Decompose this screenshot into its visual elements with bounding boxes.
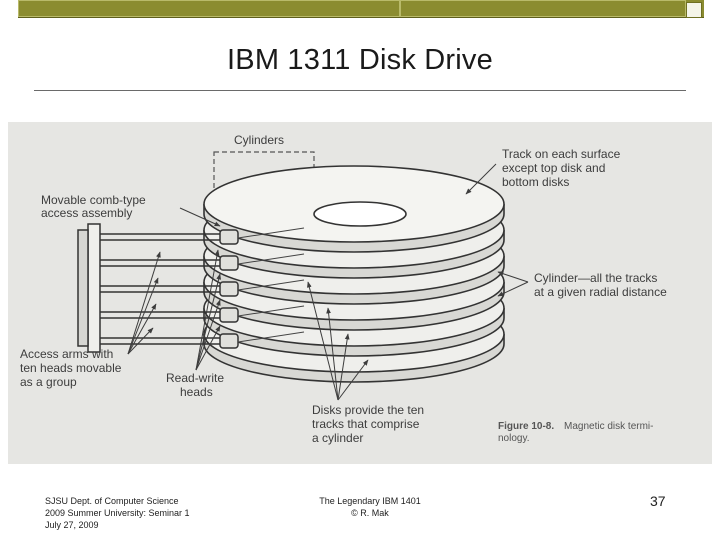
label-access-arms: Access arms with ten heads movable as a … (20, 347, 125, 389)
disk-platter-stack (203, 165, 505, 383)
footer-line: © R. Mak (351, 508, 389, 518)
footer-line: 2009 Summer University: Seminar 1 (45, 508, 190, 518)
disk-terminology-figure: Cylinders Movable comb-type access assem… (8, 122, 712, 464)
figure-caption: Figure 10-8. Magnetic disk termi- nology… (498, 421, 656, 444)
disk-platter-top (203, 165, 505, 253)
label-comb: Movable comb-type access assembly (41, 193, 149, 220)
access-comb-assembly (77, 223, 239, 353)
leader-arrows (127, 163, 529, 401)
track-lines (237, 227, 305, 343)
top-accent-bar (18, 0, 704, 18)
footer-line: July 27, 2009 (45, 520, 99, 530)
access-arms (100, 233, 228, 345)
label-disks: Disks provide the ten tracks that compri… (312, 403, 427, 445)
footer-line: The Legendary IBM 1401 (319, 496, 421, 506)
page-title: IBM 1311 Disk Drive (227, 44, 493, 76)
page-number: 37 (650, 493, 666, 509)
figure-caption-id: Figure 10-8. (498, 421, 554, 432)
top-bar-cell (18, 0, 400, 17)
label-read-write-heads: Read-write heads (166, 371, 227, 399)
footer-left: SJSU Dept. of Computer Science 2009 Summ… (45, 495, 190, 531)
label-cylinders: Cylinders (234, 133, 284, 147)
top-bar-fill (18, 0, 704, 18)
figure-caption-text: Magnetic disk termi- nology. (498, 421, 656, 444)
top-bar-cell (400, 0, 686, 17)
footer-center: The Legendary IBM 1401 © R. Mak (300, 495, 440, 519)
label-track: Track on each surface except top disk an… (502, 147, 624, 189)
title-divider (34, 90, 686, 91)
read-write-heads (219, 229, 239, 349)
label-cylinder-definition: Cylinder—all the tracks at a given radia… (534, 271, 667, 299)
spindle-hole (313, 201, 407, 227)
disk-diagram: Cylinders Movable comb-type access assem… (20, 133, 667, 445)
footer-line: SJSU Dept. of Computer Science (45, 496, 179, 506)
top-bar-square-icon (686, 2, 702, 18)
